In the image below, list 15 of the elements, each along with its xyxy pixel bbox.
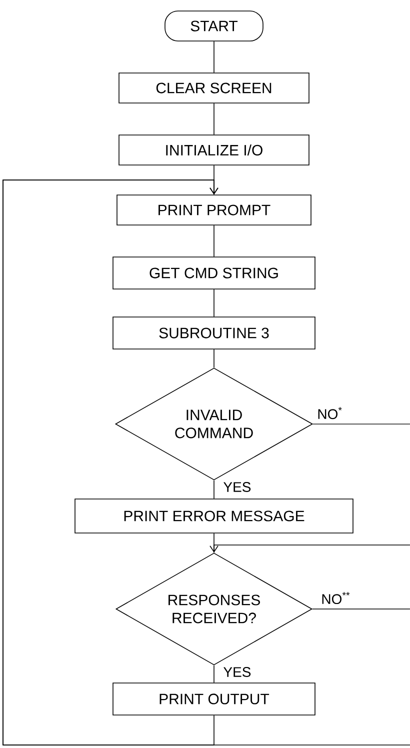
arrow	[210, 544, 410, 553]
process-box: PRINT ERROR MESSAGE	[74, 498, 354, 534]
process-box: GET CMD STRING	[112, 256, 316, 290]
edge-label: YES	[222, 481, 252, 493]
process-box: SUBROUTINE 3	[112, 316, 316, 350]
arrow	[2, 180, 410, 746]
edge-label: NO$^{*}$	[316, 406, 344, 420]
process-box: PRINT PROMPT	[116, 194, 312, 226]
process-box: CLEAR SCREEN	[118, 72, 310, 104]
edge-label: YES	[222, 666, 252, 678]
process-box: INITIALIZE I/O	[118, 134, 310, 166]
process-box: PRINT OUTPUT	[112, 682, 316, 716]
terminal-box: START	[164, 10, 264, 42]
edge-label: NO$^{**}$	[320, 590, 352, 606]
connector-line	[312, 608, 410, 610]
